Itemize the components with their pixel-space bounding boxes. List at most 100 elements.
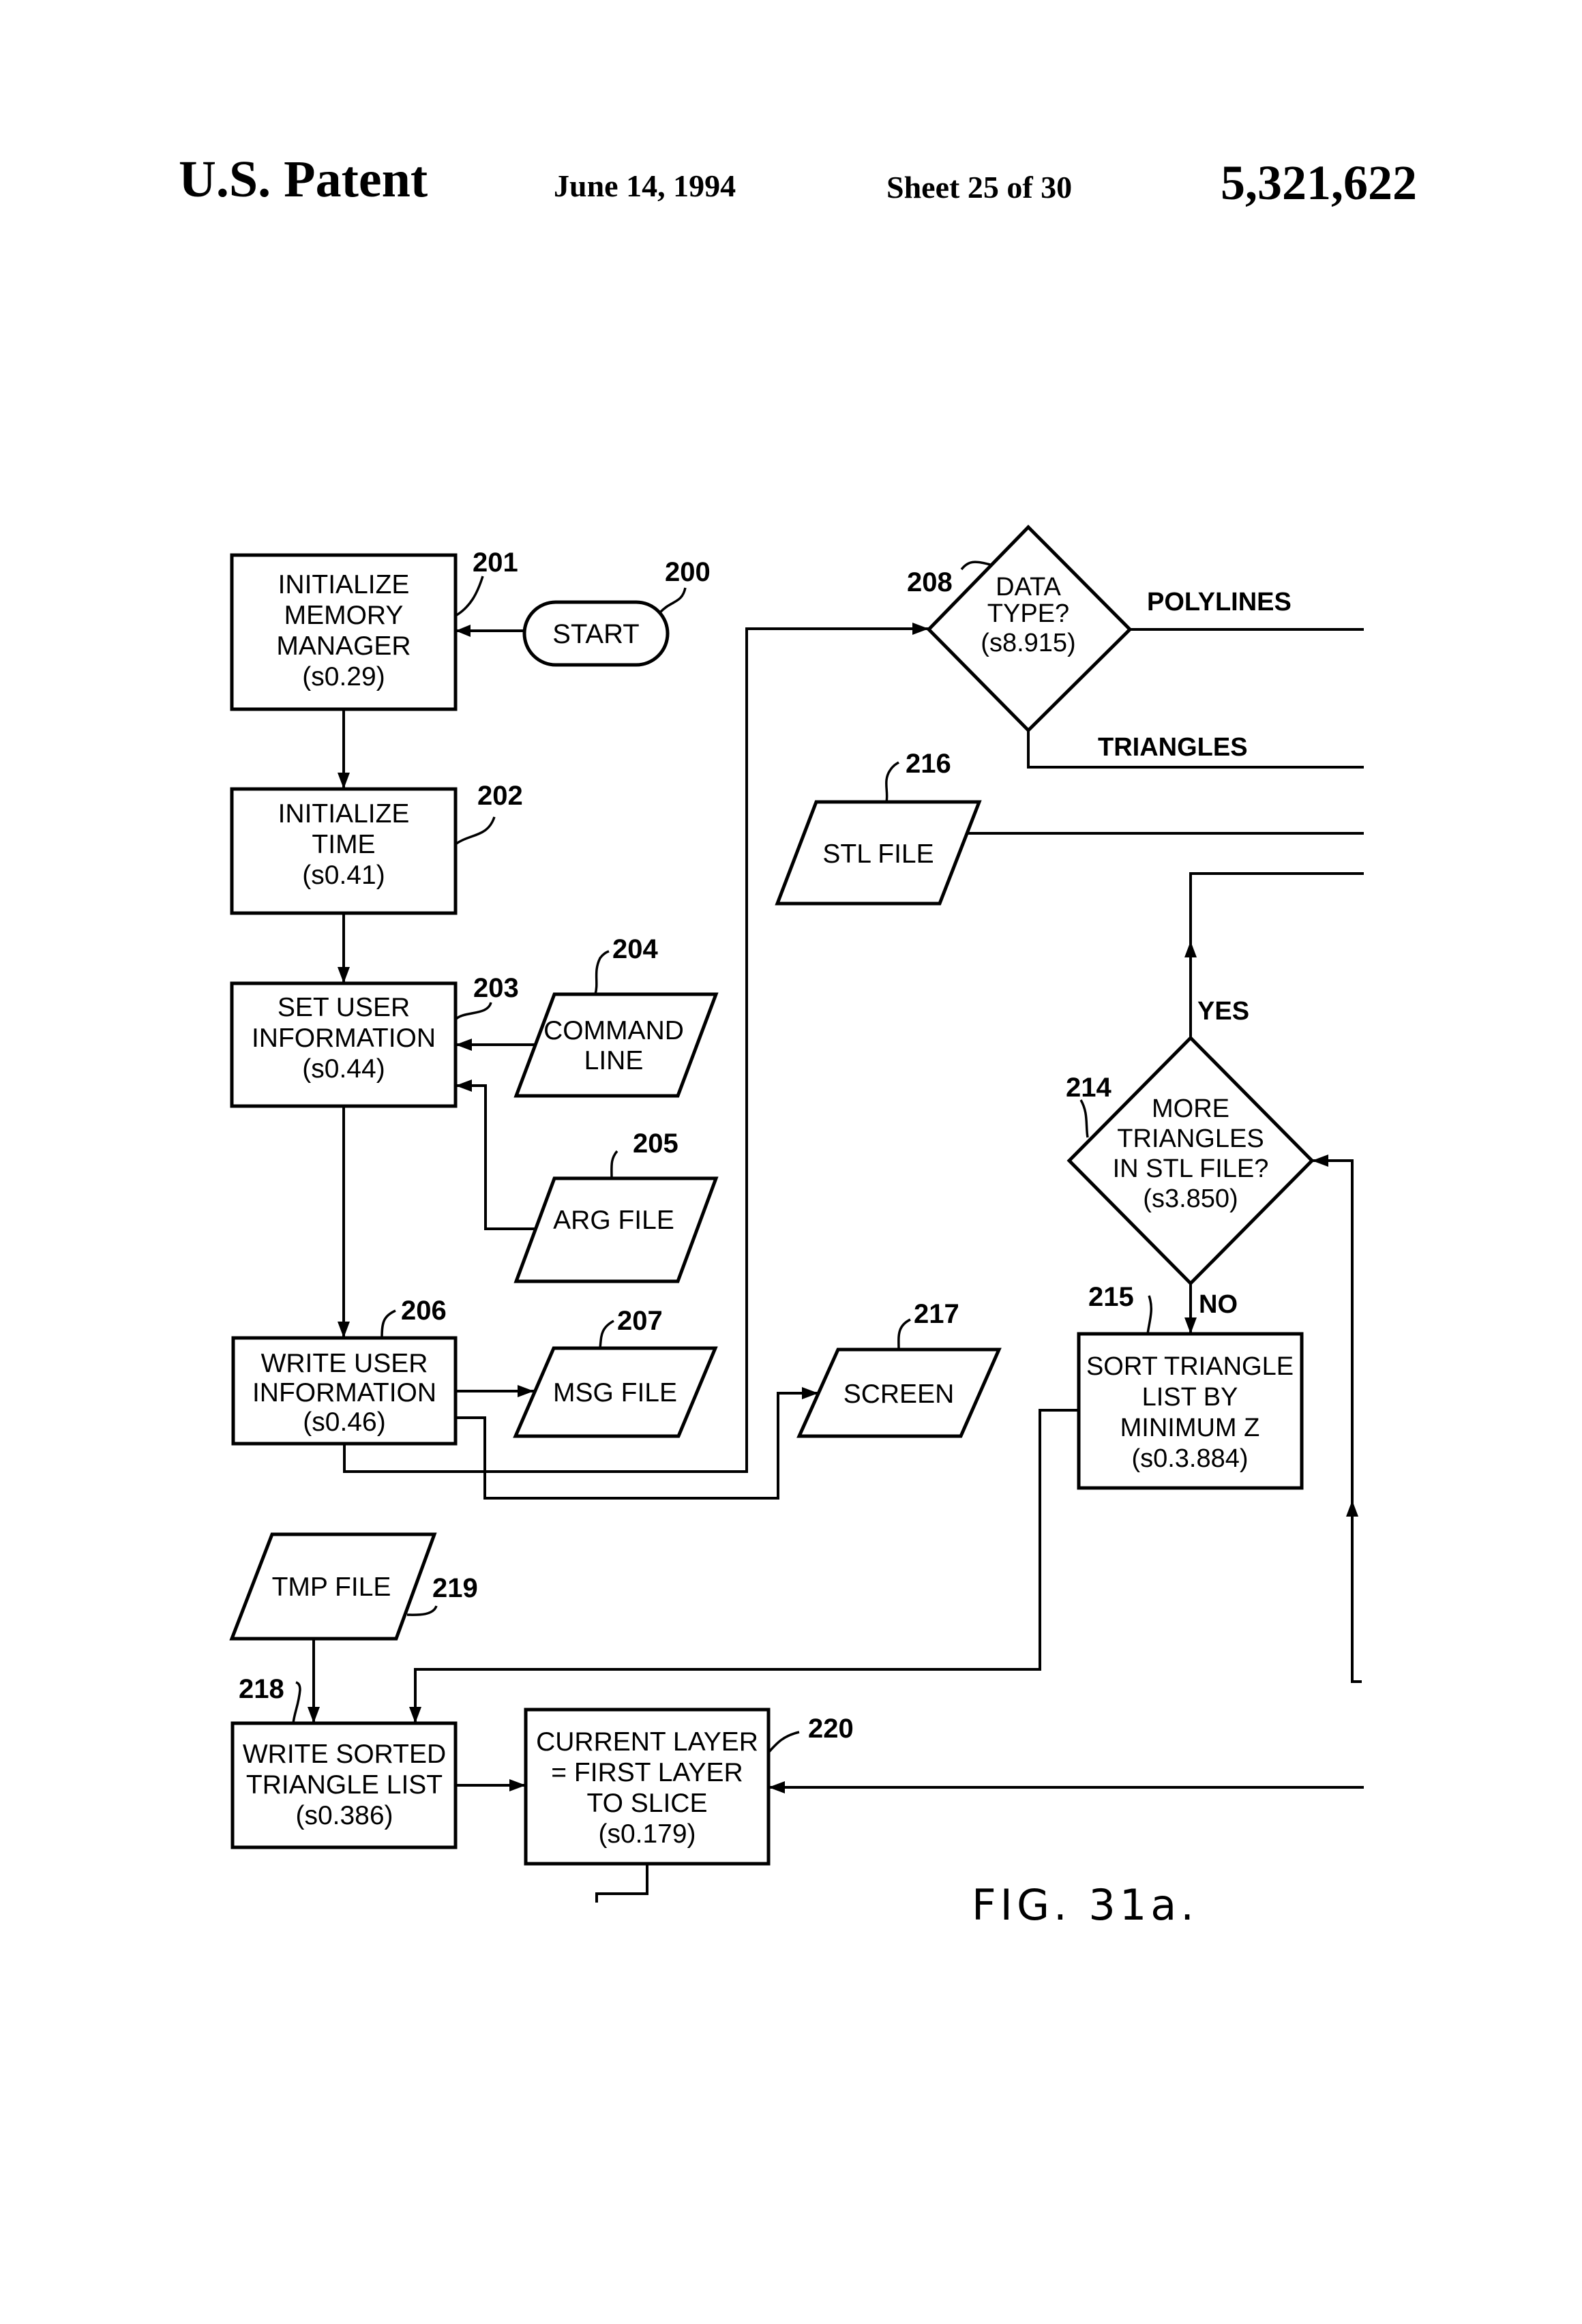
node-label-line: TIME: [312, 830, 375, 859]
ref-207: 207: [617, 1306, 663, 1336]
node-label-line: INFORMATION: [252, 1378, 436, 1407]
arrowhead-icon: [456, 1079, 472, 1092]
edge-label-no: NO: [1199, 1290, 1238, 1319]
leader-line: [1081, 1100, 1088, 1137]
ref-220: 220: [808, 1714, 854, 1744]
arrowhead-icon: [1346, 1500, 1358, 1517]
publisher-label: U.S. Patent: [179, 151, 428, 208]
node-205-arg-file: ARG FILE 205: [516, 1129, 716, 1281]
leader-line: [886, 762, 899, 802]
ref-218: 218: [239, 1674, 284, 1704]
arrowhead-icon: [338, 1322, 350, 1338]
node-start: START 200: [524, 557, 711, 665]
arrowhead-icon: [456, 625, 471, 637]
node-label-line: MANAGER: [276, 631, 411, 661]
node-label-line: (s0.29): [302, 662, 385, 691]
leader-line: [382, 1311, 395, 1338]
ref-202: 202: [477, 781, 523, 811]
node-label-line: MSG FILE: [553, 1378, 677, 1407]
arrowhead-icon: [338, 773, 350, 789]
ref-203: 203: [473, 973, 519, 1003]
leader-line: [660, 588, 685, 612]
leader-line: [600, 1321, 614, 1348]
node-label-line: WRITE SORTED: [243, 1740, 446, 1769]
leader-line: [595, 951, 609, 994]
node-label-line: (s0.3.884): [1131, 1444, 1248, 1473]
leader-line: [407, 1606, 436, 1615]
ref-206: 206: [401, 1296, 447, 1326]
node-label-line: TRIANGLE LIST: [246, 1770, 443, 1800]
node-label-line: STL FILE: [822, 839, 934, 869]
patent-number: 5,321,622: [1221, 155, 1417, 210]
node-label-line: TYPE?: [987, 599, 1069, 628]
node-label-line: ARG FILE: [553, 1206, 674, 1235]
ref-215: 215: [1088, 1282, 1134, 1312]
node-201-initialize-memory-manager: INITIALIZE MEMORY MANAGER (s0.29) 201: [232, 548, 518, 709]
leader-line: [456, 817, 494, 844]
edge-label-polylines: POLYLINES: [1147, 588, 1292, 616]
ref-200: 200: [665, 557, 711, 587]
node-label-line: LINE: [584, 1046, 644, 1075]
leader-line: [456, 1002, 491, 1019]
leader-line: [612, 1151, 617, 1178]
leader-line: [456, 576, 483, 616]
edge-label-triangles: TRIANGLES: [1098, 733, 1248, 762]
sheet-header: U.S. Patent June 14, 1994 Sheet 25 of 30…: [179, 151, 1417, 210]
sheet-number: Sheet 25 of 30: [886, 170, 1072, 205]
node-label-line: = FIRST LAYER: [551, 1758, 743, 1787]
ref-201: 201: [473, 548, 518, 578]
ref-205: 205: [633, 1129, 678, 1159]
leader-line: [961, 562, 990, 569]
node-202-initialize-time: INITIALIZE TIME (s0.41) 202: [232, 781, 523, 913]
arrowhead-icon: [1184, 1317, 1197, 1334]
issue-date: June 14, 1994: [554, 168, 736, 203]
ref-217: 217: [914, 1299, 959, 1329]
node-label-line: (s0.179): [598, 1819, 696, 1849]
node-label-line: (s8.915): [981, 629, 1075, 657]
node-label-line: (s0.46): [303, 1407, 385, 1437]
node-219-tmp-file: TMP FILE 219: [232, 1534, 478, 1639]
node-label-line: INITIALIZE: [278, 570, 410, 599]
node-label-line: DATA: [996, 573, 1061, 601]
node-label-line: INFORMATION: [252, 1024, 436, 1053]
ref-216: 216: [906, 749, 951, 779]
node-204-command-line: COMMAND LINE 204: [516, 934, 716, 1096]
node-label-line: TMP FILE: [272, 1573, 391, 1602]
node-label-line: MORE: [1152, 1094, 1229, 1123]
node-218-write-sorted-triangle-list: WRITE SORTED TRIANGLE LIST (s0.386) 218: [233, 1674, 456, 1847]
arrowhead-icon: [338, 967, 350, 983]
edge-return-to-214: [1312, 1161, 1362, 1682]
node-label-line: (s3.850): [1143, 1185, 1238, 1213]
edge-205-to-203: [456, 1086, 535, 1229]
leader-line: [899, 1320, 910, 1350]
edge-220-out: [597, 1864, 647, 1903]
node-207-msg-file: MSG FILE 207: [516, 1306, 715, 1436]
node-label-line: INITIALIZE: [278, 799, 410, 829]
ref-204: 204: [612, 934, 658, 964]
node-label-line: SET USER: [278, 993, 410, 1022]
arrowhead-icon: [768, 1781, 785, 1793]
node-label-line: LIST BY: [1142, 1383, 1238, 1412]
node-label-line: MEMORY: [284, 601, 404, 630]
leader-line: [1148, 1296, 1151, 1334]
node-208-data-type-decision: DATA TYPE? (s8.915) 208 POLYLINES TRIANG…: [907, 527, 1292, 762]
leader-line: [768, 1732, 799, 1753]
node-label-line: CURRENT LAYER: [536, 1727, 758, 1757]
arrowhead-icon: [1312, 1154, 1328, 1167]
node-label-line: SCREEN: [844, 1380, 955, 1409]
node-label-line: WRITE USER: [261, 1349, 428, 1378]
arrowhead-icon: [409, 1707, 421, 1723]
node-label-line: IN STL FILE?: [1113, 1154, 1269, 1183]
node-label-line: TO SLICE: [586, 1789, 707, 1818]
node-214-more-triangles-decision: MORE TRIANGLES IN STL FILE? (s3.850) 214…: [1066, 997, 1312, 1319]
node-label-line: (s0.386): [295, 1801, 393, 1830]
node-start-label: START: [552, 619, 639, 649]
figure-caption: FIG. 31a.: [972, 1880, 1198, 1930]
arrowhead-icon: [1184, 941, 1197, 957]
arrowhead-icon: [912, 623, 929, 635]
node-216-stl-file: STL FILE 216: [777, 749, 979, 904]
arrowhead-icon: [308, 1707, 320, 1723]
edge-label-yes: YES: [1197, 997, 1249, 1026]
node-label-line: (s0.41): [302, 861, 385, 890]
